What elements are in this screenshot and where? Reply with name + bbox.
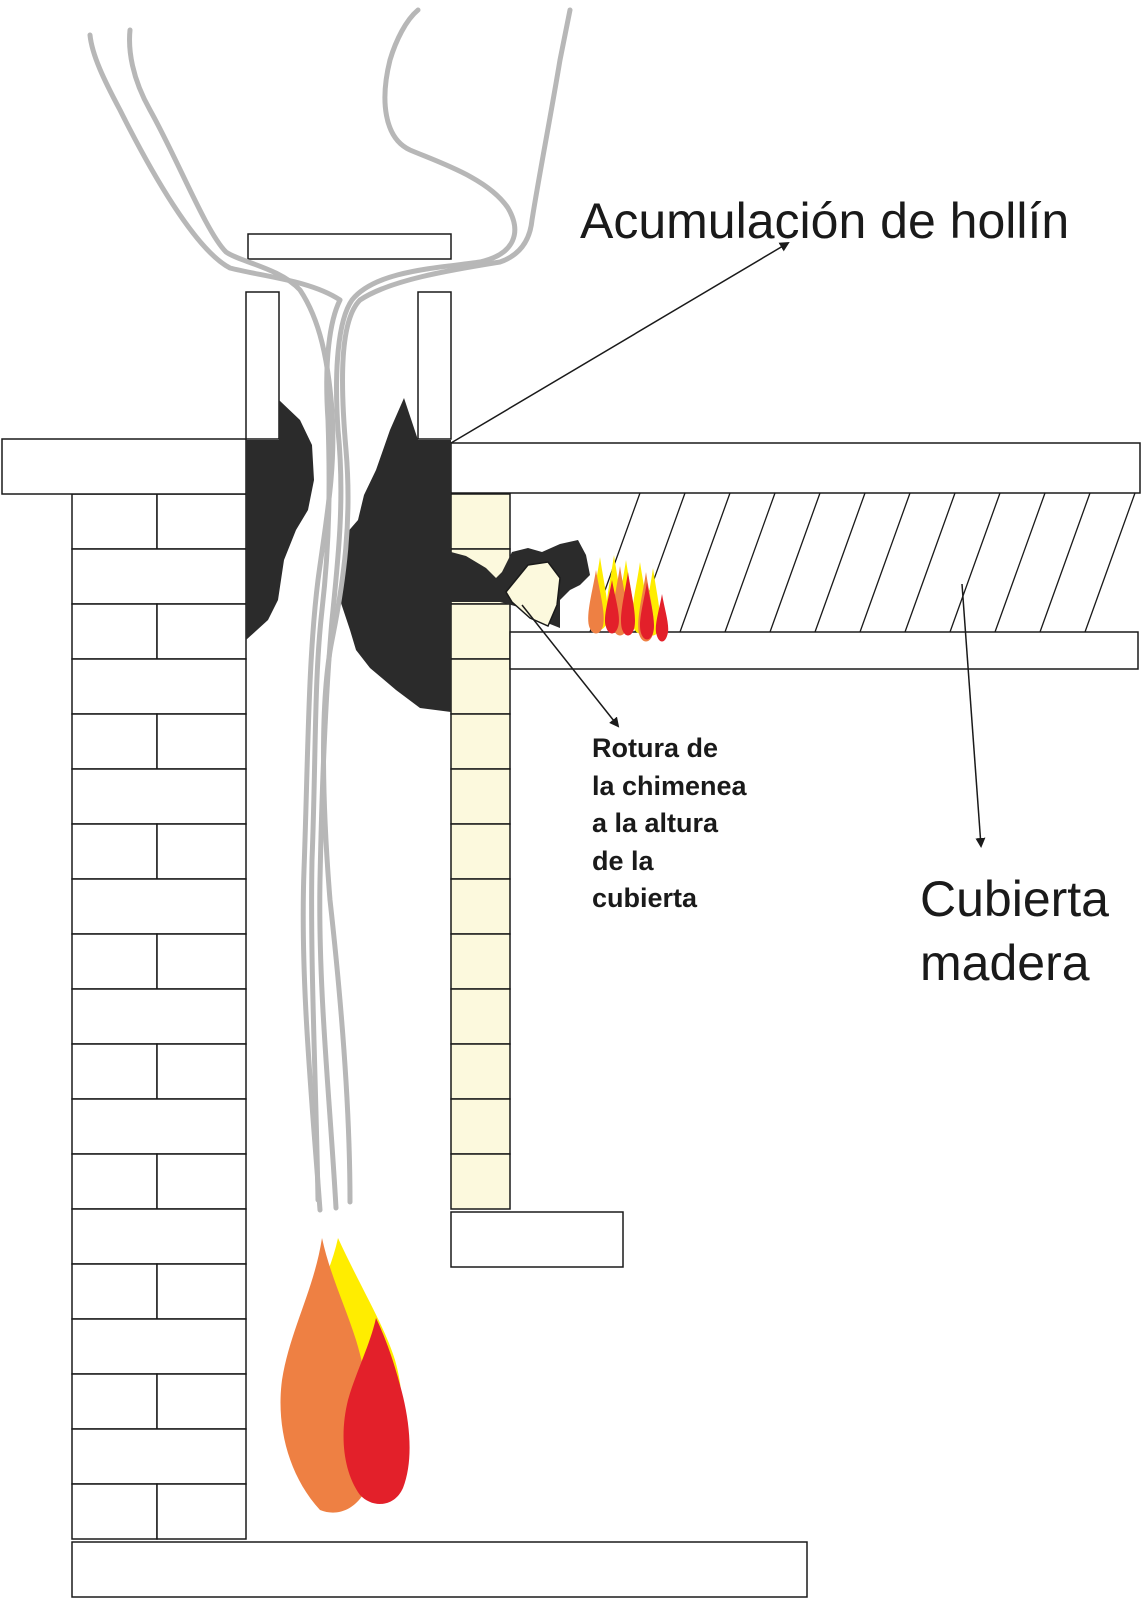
- liner-block: [450, 1153, 511, 1210]
- liner-block: [450, 823, 511, 880]
- liner-block: [450, 768, 511, 825]
- breakage-line-2: la chimenea: [592, 771, 748, 801]
- brick: [71, 1373, 158, 1430]
- brick: [71, 1428, 247, 1485]
- liner-block: [450, 493, 511, 550]
- roof-line-2: madera: [920, 935, 1090, 991]
- roof-label: Cubierta madera: [920, 871, 1123, 991]
- soot-label: Acumulación de hollín: [580, 193, 1069, 249]
- brick: [156, 493, 247, 550]
- wood-grain-line: [994, 492, 1046, 633]
- brick: [156, 603, 247, 660]
- liner-block: [450, 878, 511, 935]
- brick: [71, 713, 158, 770]
- flame-drop: [640, 582, 654, 640]
- roof-top-board: [450, 442, 1141, 494]
- roof-slab-left: [1, 438, 247, 495]
- liner-block: [450, 603, 511, 660]
- brick: [71, 1098, 247, 1155]
- brick: [156, 1043, 247, 1100]
- roof-fire: [588, 555, 669, 642]
- soot-left-mass: [246, 400, 314, 640]
- brick: [71, 658, 247, 715]
- stack-right-wall: [417, 291, 452, 440]
- wooden-roof: [450, 442, 1141, 670]
- broken-liner-chunk: [505, 561, 561, 627]
- brick: [71, 603, 158, 660]
- breakage-line-3: a la altura: [592, 808, 719, 838]
- brick: [71, 823, 158, 880]
- brick: [71, 933, 158, 990]
- wood-grain-line: [679, 492, 731, 633]
- roof-wood-hatching: [589, 492, 1136, 633]
- wood-grain-line: [724, 492, 776, 633]
- soot-arrow: [450, 241, 790, 444]
- wood-grain-line: [1039, 492, 1091, 633]
- flame-drop: [621, 572, 635, 636]
- brick: [156, 933, 247, 990]
- brick: [156, 1373, 247, 1430]
- liner-block: [450, 713, 511, 770]
- brick: [71, 988, 247, 1045]
- liner-block: [450, 1098, 511, 1155]
- smoke-trail-3: [321, 7, 573, 1205]
- hearth-ledge: [450, 1211, 624, 1268]
- smoke-trail-2: [317, 7, 518, 1211]
- roof-line-1: Cubierta: [920, 871, 1109, 927]
- brick: [156, 823, 247, 880]
- soot-accumulation: [246, 398, 590, 712]
- brick: [71, 1318, 247, 1375]
- wood-grain-line: [814, 492, 866, 633]
- smoke-trail-4: [87, 32, 343, 1203]
- brick: [71, 548, 247, 605]
- breakage-label: Rotura de la chimenea a la altura de la …: [592, 733, 754, 913]
- breakage-line-4: de la: [592, 846, 655, 876]
- brick-wall: [71, 493, 247, 1540]
- base-slab: [71, 1541, 808, 1598]
- roof-bottom-board: [509, 631, 1139, 670]
- fireplace-flame: [280, 1238, 410, 1513]
- smoke-trail-1: [127, 27, 336, 1213]
- wood-grain-line: [1084, 492, 1136, 633]
- liner-block: [450, 933, 511, 990]
- smoke-trails: [87, 7, 573, 1213]
- brick: [71, 1483, 158, 1540]
- brick: [71, 1208, 247, 1265]
- wood-grain-line: [769, 492, 821, 633]
- brick: [156, 1153, 247, 1210]
- brick: [71, 493, 158, 550]
- brick: [71, 1263, 158, 1320]
- roof-arrow: [961, 583, 986, 848]
- flame-drop: [588, 570, 604, 634]
- wood-grain-line: [859, 492, 911, 633]
- brick: [156, 713, 247, 770]
- brick: [71, 1043, 158, 1100]
- liner-block: [450, 988, 511, 1045]
- stack-left-wall: [245, 291, 280, 440]
- flame-drop: [655, 594, 669, 642]
- breakage-line-1: Rotura de: [592, 733, 718, 763]
- brick: [156, 1263, 247, 1320]
- callout-arrows: [450, 241, 986, 848]
- chimney-cap: [247, 233, 452, 260]
- wood-grain-line: [949, 492, 1001, 633]
- breakage-arrow: [521, 604, 620, 728]
- brick: [71, 878, 247, 935]
- soot-right-mass: [340, 398, 590, 712]
- brick: [71, 1153, 158, 1210]
- wood-grain-line: [904, 492, 956, 633]
- liner-block: [450, 658, 511, 715]
- brick: [71, 768, 247, 825]
- flame-red: [343, 1318, 410, 1505]
- liner-block: [450, 1043, 511, 1100]
- breakage-line-5: cubierta: [592, 883, 698, 913]
- flame-drop: [605, 580, 619, 634]
- brick: [156, 1483, 247, 1540]
